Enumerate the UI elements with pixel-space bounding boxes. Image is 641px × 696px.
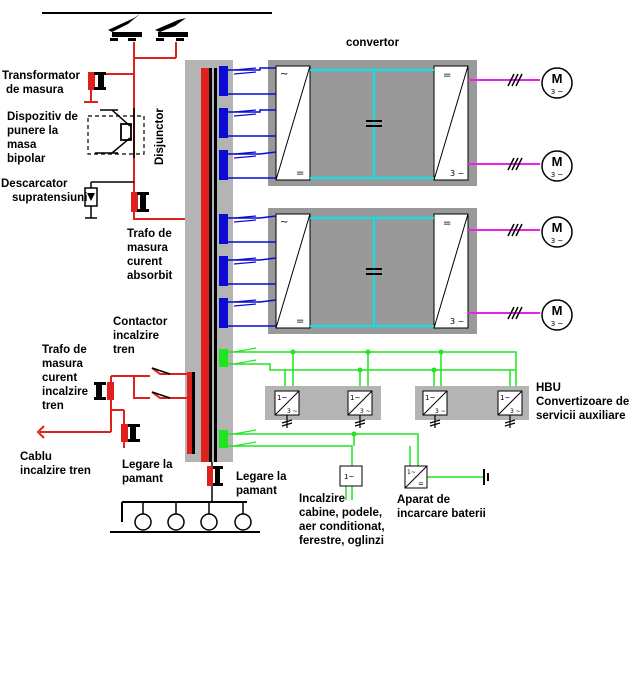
hbu2a-in: 1~ [425,394,435,402]
motor-phase-2: 3 ~ [551,171,564,179]
voltage-transformer-icon [84,72,134,103]
motor-label-4: M [552,303,563,318]
charger-out: = [418,480,424,488]
hbu-group-2 [415,386,529,420]
pantograph-icon [108,14,188,41]
hbu1b-in: 1~ [350,394,360,402]
auxiliary-contactor-switches [233,347,257,447]
auxiliary-windings [219,349,228,448]
label-trafo-incalzire: Trafo de masura curent incalzire tren [42,344,91,412]
motor-icon-4 [541,299,573,331]
label-convertor: convertor [346,37,400,49]
contactor-switches [233,67,257,307]
label-hbu: HBU Convertizoare de servicii auxiliare [536,382,633,422]
wheel-icons [134,513,252,531]
label-transformator: Transformator de masura [2,70,83,96]
transformer-secondary-windings [219,66,228,328]
hbu1b-out: 3 ~ [360,408,371,415]
hbu2a-out: 3 ~ [435,408,446,415]
dc-symbol-1b: = [443,70,451,81]
dc-symbol-1a: = [296,168,304,179]
earthing-circuit [110,462,260,533]
motor-label-3: M [552,220,563,235]
surge-arrester-icon [84,181,134,219]
motor-icon-2 [541,150,573,182]
ac-symbol-2a: ~ [280,217,288,228]
cable-end-icon [36,425,45,439]
label-contactor: Contactor incalzire tren [113,316,171,356]
label-dispozitiv: Dispozitiv de punere la masa bipolar [7,111,81,165]
label-descarcator: Descarcator supratensiuni [1,178,87,204]
hbu1a-out: 3 ~ [287,408,298,415]
hbu-output-ground-icons [281,415,516,428]
current-transformer-heating-icon [94,382,114,400]
motor-phase-3: 3 ~ [551,237,564,245]
label-trafo-absorbit: Trafo de masura curent absorbit [127,228,175,282]
label-legare-2: Legare la pamant [236,471,290,497]
ac-symbol-1a: ~ [280,69,288,80]
motor-label-2: M [552,154,563,169]
hbu2b-in: 1~ [500,394,510,402]
hbu2b-out: 3 ~ [510,408,521,415]
heating-converter-icon [339,465,363,487]
battery-ground-icon [483,469,489,485]
motor-icon-3 [541,216,573,248]
converter-unit-2 [268,208,477,334]
three-phase-symbol-1b: 3 ~ [450,169,464,178]
label-incalzire: Incalzire cabine, podele, aer conditiona… [299,493,388,547]
motor-phase-4: 3 ~ [551,320,564,328]
label-aparat: Aparat de incarcare baterii [397,494,486,520]
motor-icon-1 [541,67,573,99]
current-transformer-heating-2-icon [121,424,140,442]
motor-label-1: M [552,71,563,86]
dc-symbol-2b: = [443,218,451,229]
current-transformer-absorbed-icon [131,192,149,212]
converter-unit-1 [268,60,477,186]
auxiliary-lines [228,351,517,500]
battery-charger-icon [404,465,428,489]
motor-feeds [468,79,540,314]
label-cablu: Cablu incalzire tren [20,451,91,477]
three-phase-symbol-2b: 3 ~ [450,317,464,326]
heating-symbol: 1~ [344,473,354,481]
motor-phase-1: 3 ~ [551,88,564,96]
label-legare-1: Legare la pamant [122,459,176,485]
contactor-train-heating-icon [151,367,171,399]
hbu1a-in: 1~ [277,394,287,402]
three-phase-tick-marks [507,73,523,320]
disjunctor-label: Disjunctor [154,108,166,165]
dc-symbol-2a: = [296,316,304,327]
charger-in: 1~ [407,469,416,476]
hbu-group-1 [265,386,381,420]
earthing-switch-icon [87,108,145,158]
green-junction-dots [290,349,444,437]
